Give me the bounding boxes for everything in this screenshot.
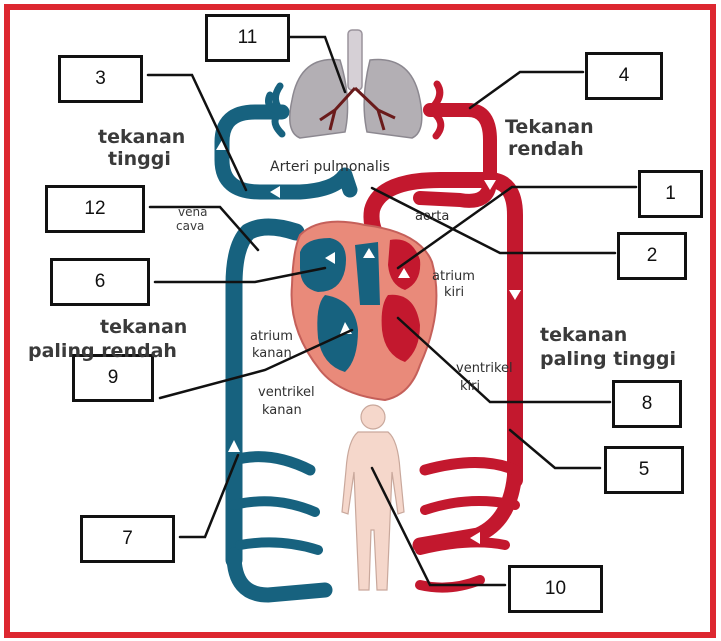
venous-return-vessel bbox=[234, 555, 325, 595]
heart bbox=[292, 222, 437, 400]
label-aorta: aorta bbox=[415, 210, 449, 223]
lungs bbox=[290, 30, 422, 138]
number-box-10: 10 bbox=[508, 565, 603, 613]
number-box-3: 3 bbox=[58, 55, 143, 103]
label-tekanan-rendah-line2: rendah bbox=[508, 140, 584, 159]
label-arteri-pulmonalis: Arteri pulmonalis bbox=[270, 160, 390, 174]
venous-branch-3 bbox=[240, 542, 318, 550]
number-box-7: 7 bbox=[80, 515, 175, 563]
label-atrium-kanan-line2: kanan bbox=[252, 347, 292, 360]
label-paling-tinggi-line1: tekanan bbox=[540, 326, 627, 345]
number-box-1: 1 bbox=[638, 170, 703, 218]
trachea bbox=[348, 30, 362, 90]
number-box-4: 4 bbox=[585, 52, 663, 100]
number-box-8: 8 bbox=[612, 380, 682, 428]
venous-branch-1 bbox=[234, 457, 310, 470]
label-ventrikel-kanan-line1: ventrikel bbox=[258, 386, 315, 399]
label-atrium-kanan-line1: atrium bbox=[250, 330, 293, 343]
label-tekanan-rendah-line1: Tekanan bbox=[505, 118, 594, 137]
label-tekanan-tinggi-line1: tekanan bbox=[98, 128, 185, 147]
human-body bbox=[342, 405, 404, 590]
lung-vein-branches bbox=[269, 86, 283, 134]
left-lung bbox=[290, 60, 348, 139]
body-head bbox=[361, 405, 385, 429]
label-paling-tinggi-line2: paling tinggi bbox=[540, 350, 676, 369]
label-paling-rendah-line1: tekanan bbox=[100, 318, 187, 337]
number-box-5: 5 bbox=[604, 446, 684, 494]
arterial-branch-1 bbox=[425, 463, 515, 471]
label-ventrikel-kiri-line2: kiri bbox=[460, 380, 480, 393]
right-lung bbox=[364, 60, 422, 139]
arterial-branch-3 bbox=[420, 542, 505, 550]
label-ventrikel-kiri-line1: ventrikel bbox=[456, 362, 513, 375]
label-atrium-kiri-line1: atrium bbox=[432, 270, 475, 283]
leader-line-5 bbox=[510, 430, 600, 468]
number-box-2: 2 bbox=[617, 232, 687, 280]
number-box-12: 12 bbox=[45, 185, 145, 233]
label-atrium-kiri-line2: kiri bbox=[444, 286, 464, 299]
number-box-6: 6 bbox=[50, 258, 150, 306]
label-tekanan-tinggi-line2: tinggi bbox=[108, 150, 171, 169]
venous-branch-2 bbox=[234, 501, 315, 512]
label-ventrikel-kanan-line2: kanan bbox=[262, 404, 302, 417]
label-vena-cava-line1: vena bbox=[178, 206, 207, 218]
label-vena-cava-line2: cava bbox=[176, 220, 204, 232]
leader-line-4 bbox=[470, 72, 583, 108]
number-box-11: 11 bbox=[205, 14, 290, 62]
label-paling-rendah-line2: paling rendah bbox=[28, 342, 177, 361]
